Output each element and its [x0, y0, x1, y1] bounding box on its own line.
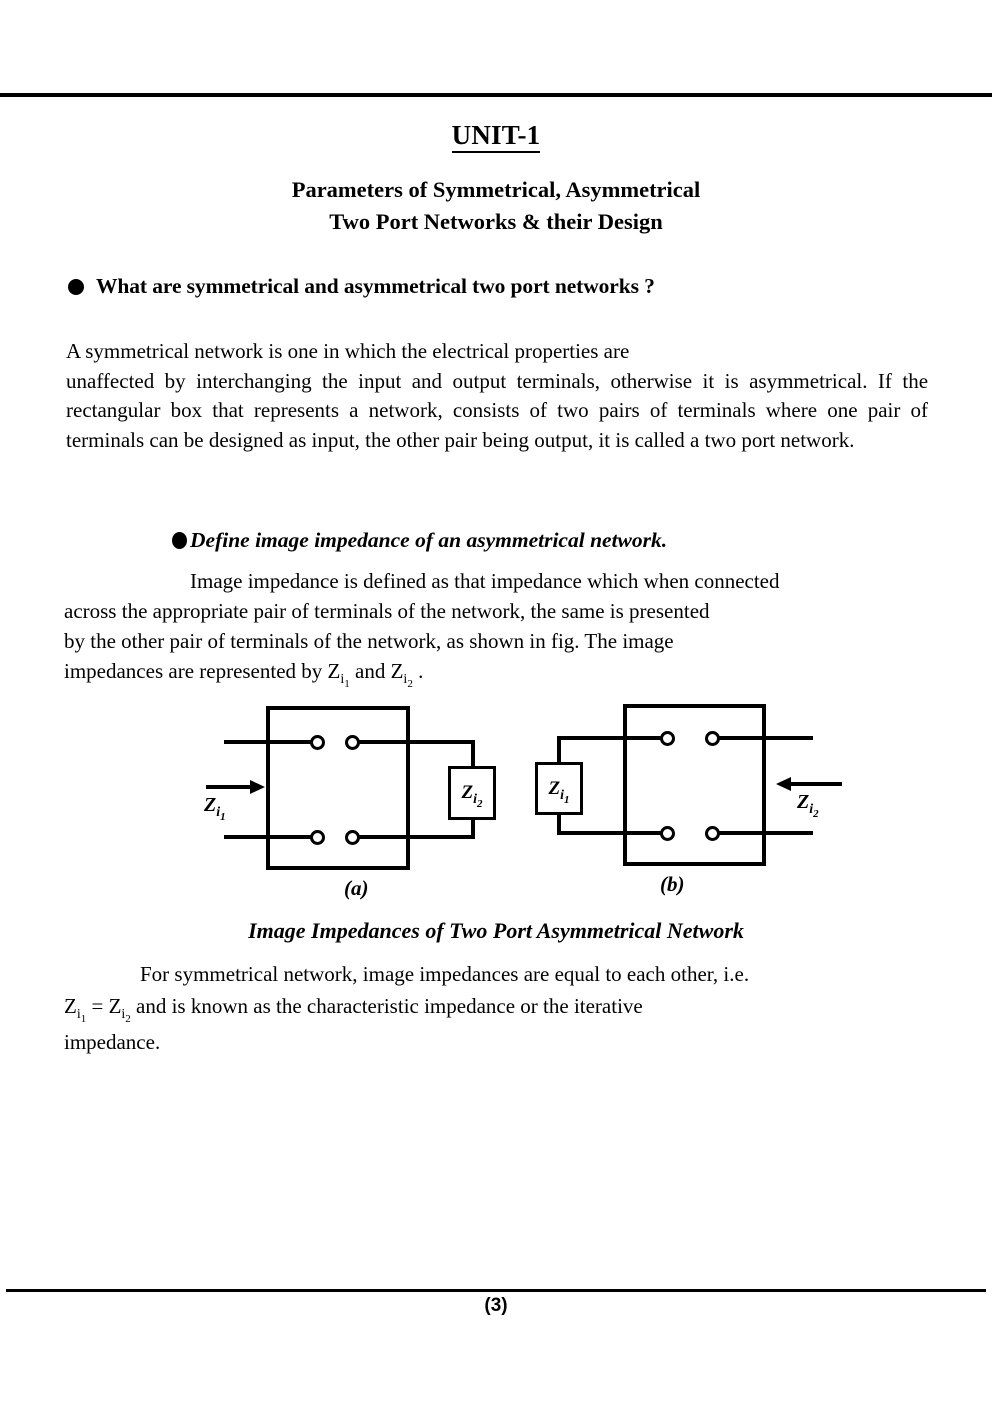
subtitle-line-1: Parameters of Symmetrical, Asymmetrical — [291, 177, 701, 202]
answer-2-line-4-conjunction: and — [355, 659, 386, 683]
answer-1-line-1: A symmetrical network is one in which th… — [66, 339, 630, 363]
question-2-heading: Define image impedance of an asymmetrica… — [172, 528, 932, 553]
answer-3-line-2: Zi1 = Zi2 and is known as the characteri… — [64, 990, 954, 1026]
answer-2-line-4-prefix: impedances are represented by — [64, 659, 323, 683]
lead-bottom-right-a — [358, 835, 475, 839]
load-wire-top-vertical-a — [471, 740, 475, 770]
terminal-bottom-inner-b — [660, 826, 675, 841]
symbol-zi1: Zi1 — [328, 656, 350, 690]
lead-top-right-a — [358, 740, 475, 744]
symbol-zi2: Zi2 — [797, 791, 819, 820]
answer-1-line-5: other pair being output, it is called a … — [396, 427, 855, 452]
unit-title-text: UNIT-1 — [451, 120, 541, 153]
arrow-label-zi2-b: Zi2 — [797, 791, 819, 820]
page-title: UNIT-1 — [0, 120, 992, 153]
symbol-zi1: Zi1 — [64, 994, 87, 1025]
load-box-zi2-a: Zi2 — [448, 766, 496, 820]
symbol-subscript-2: 2 — [407, 678, 413, 690]
load-wire-top-vertical-b — [557, 736, 561, 764]
filled-circle-bullet-icon — [68, 278, 84, 295]
lead-top-left-a — [224, 740, 319, 744]
symbol-base: Z — [390, 659, 404, 683]
terminal-top-inner-a — [310, 735, 325, 750]
symbol-base: Z — [327, 659, 341, 683]
network-box-a — [266, 706, 410, 870]
terminal-top-inner-b — [660, 731, 675, 746]
answer-3-line-3: impedance. — [64, 1030, 161, 1054]
equals-sign: = — [91, 994, 104, 1018]
answer-3-line-1: For symmetrical network, image impedance… — [140, 962, 750, 986]
terminal-bottom-outer-b — [705, 826, 720, 841]
symbol-subscript: i — [340, 672, 345, 687]
question-1-heading: What are symmetrical and asymmetrical tw… — [68, 274, 928, 299]
symbol-zi2: Zi2 — [461, 782, 483, 810]
figure-image-impedances: Zi2 Zi1 (a) Zi1 — [0, 690, 992, 910]
answer-2-paragraph: Image impedance is defined as that imped… — [64, 566, 946, 690]
terminal-bottom-outer-a — [345, 830, 360, 845]
answer-1-line-4: pairs of terminals where one pair of ter… — [66, 398, 928, 452]
symbol-zi1: Zi1 — [548, 777, 570, 806]
lead-bottom-left-a — [224, 835, 319, 839]
arrow-head-left-icon-b — [776, 777, 791, 791]
arrow-shaft-a — [206, 785, 254, 789]
lead-bottom-right-b — [706, 831, 813, 835]
page-subtitle: Parameters of Symmetrical, Asymmetrical … — [0, 174, 992, 238]
arrow-label-zi1-a: Zi1 — [204, 794, 226, 823]
answer-1-line-3: asymmetrical. If the rectangular box tha… — [66, 368, 929, 423]
symbol-subscript-2: 1 — [344, 678, 350, 690]
subtitle-line-2: Two Port Networks & their Design — [329, 209, 663, 234]
figure-caption: Image Impedances of Two Port Asymmetrica… — [248, 918, 744, 943]
terminal-bottom-inner-a — [310, 830, 325, 845]
load-wire-bottom-vertical-a — [471, 802, 475, 839]
terminal-top-outer-a — [345, 735, 360, 750]
page-number: (3) — [484, 1295, 508, 1316]
figure-sublabel-b: (b) — [660, 872, 685, 896]
answer-1-paragraph: A symmetrical network is one in which th… — [66, 337, 928, 455]
arrow-head-right-icon-a — [250, 780, 265, 794]
answer-2-line-4-suffix: . — [418, 659, 424, 683]
answer-3-line-2-rest: and is known as the characteristic imped… — [136, 994, 643, 1018]
symbol-zi1: Zi1 — [204, 794, 226, 823]
answer-3-paragraph: For symmetrical network, image impedance… — [64, 958, 954, 1058]
answer-2-line-3: by the other pair of terminals of the ne… — [64, 629, 674, 653]
arrow-shaft-b — [790, 782, 842, 786]
load-wire-bottom-vertical-b — [557, 798, 561, 835]
answer-2-line-2: across the appropriate pair of terminals… — [64, 599, 710, 623]
question-1-text: What are symmetrical and asymmetrical tw… — [96, 274, 655, 298]
figure-sublabel-a: (a) — [344, 876, 369, 900]
answer-2-line-1: Image impedance is defined as that imped… — [190, 569, 780, 593]
symbol-zi2: Zi2 — [391, 656, 413, 690]
header-rule — [0, 93, 992, 97]
footer-rule — [6, 1289, 986, 1292]
terminal-top-outer-b — [705, 731, 720, 746]
load-box-zi1-b: Zi1 — [535, 762, 583, 815]
answer-2-line-4: impedances are represented by Zi1 and Zi… — [64, 656, 946, 690]
lead-top-right-b — [706, 736, 813, 740]
lead-bottom-left-b — [557, 831, 667, 835]
lead-top-left-b — [557, 736, 667, 740]
filled-circle-bullet-icon — [172, 532, 187, 549]
symbol-subscript: i — [403, 672, 408, 687]
network-box-b — [623, 704, 766, 866]
answer-1-line-2: unaffected by interchanging the input an… — [66, 368, 739, 393]
symbol-zi2: Zi2 — [108, 994, 131, 1025]
question-2-text: Define image impedance of an asymmetrica… — [190, 528, 668, 552]
